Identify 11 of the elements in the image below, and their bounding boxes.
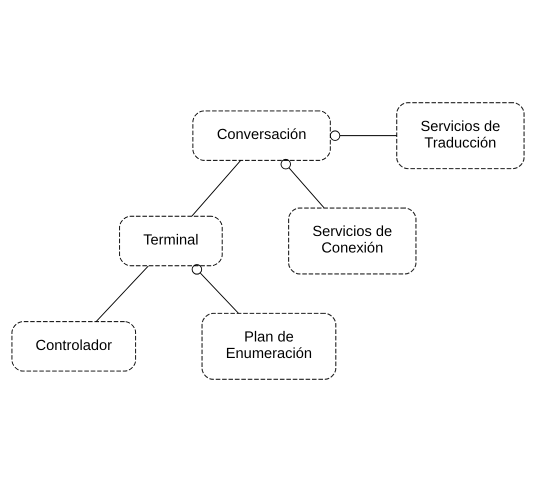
node-box: Servicios de Traducción bbox=[396, 102, 525, 170]
connector bbox=[96, 265, 149, 322]
node-box: Conversación bbox=[192, 110, 331, 161]
connector bbox=[191, 160, 242, 217]
connector bbox=[330, 130, 398, 141]
connector bbox=[280, 158, 325, 208]
node-box: Plan de Enumeración bbox=[201, 312, 336, 380]
node-box: Terminal bbox=[119, 216, 223, 266]
node-box: Servicios de Conexión bbox=[288, 207, 416, 275]
node-box: Controlador bbox=[11, 321, 136, 372]
connector bbox=[192, 264, 239, 314]
